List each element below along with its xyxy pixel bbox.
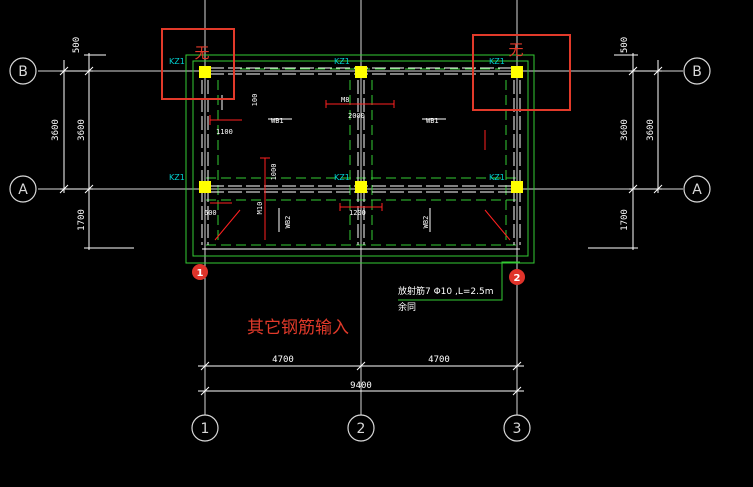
axis-bubble-a-left (9, 175, 37, 203)
column-b3[interactable] (511, 66, 523, 78)
axis-label-1: 1 (201, 421, 210, 437)
bottom-dim-9400: 9400 (350, 381, 372, 391)
bottom-dim-slash-1b (200, 386, 210, 396)
axis-bubble-1 (191, 414, 219, 442)
rebar-label-100: 100 (251, 94, 259, 107)
rebar-note: 放射筋7 Φ10 ,L=2.5m 余同 (398, 261, 520, 313)
rebar-label-m8: M8 (341, 96, 349, 104)
left-dim-slash-a2 (59, 184, 69, 194)
slab-inner-edge (192, 60, 529, 257)
rebar-radial-left (214, 209, 241, 241)
none-text-left: 无 (194, 44, 209, 62)
row-axis-bubbles: B A B A (9, 57, 711, 203)
none-box-left (161, 28, 235, 100)
note-line-2: 余同 (398, 301, 416, 313)
right-dimension-texts: 500 3600 3600 1700 (620, 37, 656, 231)
column-axis-bubbles: 1 2 3 (191, 414, 531, 442)
slab-outer-edge (185, 54, 535, 264)
left-dim-slash-b (84, 66, 94, 76)
slab-texts: WB1 WB1 WB2 WB2 M8 2000 100 1100 M10 100… (204, 94, 439, 229)
column-a3[interactable] (511, 181, 523, 193)
column-a1[interactable] (199, 181, 211, 193)
columns (199, 66, 523, 193)
right-dim-3600-outer: 3600 (646, 119, 656, 141)
none-text-right: 无 (508, 41, 523, 59)
axis-label-a-right: A (692, 182, 702, 198)
bottom-dim-slash-1a (200, 361, 210, 371)
axis-label-b-left: B (18, 64, 28, 80)
column-label-a1: KZ1 (169, 173, 185, 182)
rebar-label-m10: M10 (256, 202, 264, 215)
bottom-dim-slash-3b (512, 386, 522, 396)
column-a2[interactable] (355, 181, 367, 193)
marker-2-label: 2 (514, 273, 521, 284)
axis-label-3: 3 (513, 421, 522, 437)
note-callout-line (398, 261, 520, 301)
marker-1-label: 1 (197, 268, 204, 279)
left-dimension-texts: 500 3600 3600 1700 (51, 37, 87, 231)
column-label-a2: KZ1 (334, 173, 350, 182)
left-dimension-lines (59, 53, 134, 250)
right-dim-500: 500 (620, 37, 630, 53)
column-labels: KZ1 KZ1 KZ1 KZ1 KZ1 KZ1 (169, 57, 505, 182)
left-dim-3600-outer: 3600 (51, 119, 61, 141)
bottom-dimension-texts: 4700 4700 9400 (272, 355, 450, 391)
left-dim-1700: 1700 (77, 209, 87, 231)
axis-bubble-b-left (9, 57, 37, 85)
column-b2[interactable] (355, 66, 367, 78)
red-markers: 1 2 (192, 264, 525, 285)
none-box-right (472, 34, 571, 111)
right-dim-slash-b (628, 66, 638, 76)
axis-bubble-b-right (683, 57, 711, 85)
axis-label-2: 2 (357, 421, 366, 437)
axis-label-a-left: A (18, 182, 28, 198)
column-label-b2: KZ1 (334, 57, 350, 66)
axis-bubble-3 (503, 414, 531, 442)
slab-label-wb1-right: WB1 (426, 117, 439, 125)
right-dim-3600-inner: 3600 (620, 119, 630, 141)
axis-label-b-right: B (692, 64, 702, 80)
column-label-a3: KZ1 (489, 173, 505, 182)
rebar-label-1100: 1100 (216, 128, 233, 136)
right-dimension-lines (588, 53, 663, 250)
note-line-1: 放射筋7 Φ10 ,L=2.5m (398, 285, 493, 297)
bottom-dim-4700-right: 4700 (428, 355, 450, 365)
rebar-label-1200: 1200 (349, 209, 366, 217)
none-annotations: 无 无 (161, 28, 571, 111)
right-dim-slash-a2 (653, 184, 663, 194)
marker-2-circle[interactable] (509, 269, 525, 285)
column-label-b3: KZ1 (489, 57, 505, 66)
slab-label-wb2-left: WB2 (284, 216, 292, 229)
left-dim-3600-inner: 3600 (77, 119, 87, 141)
leader-lines (221, 95, 446, 232)
right-dim-1700: 1700 (620, 209, 630, 231)
slab-label-wb1-left: WB1 (271, 117, 284, 125)
slab-outline (185, 54, 535, 264)
column-b1[interactable] (199, 66, 211, 78)
rebar-label-2000: 2000 (348, 112, 365, 120)
axis-bubble-2 (347, 414, 375, 442)
other-rebar-input-annotation: 其它钢筋输入 (247, 318, 349, 338)
slab-label-wb2-right: WB2 (422, 216, 430, 229)
axis-bubble-a-right (683, 175, 711, 203)
rebar-radial-right (484, 209, 511, 241)
rebar-label-600: 600 (204, 209, 217, 217)
marker-1-circle[interactable] (192, 264, 208, 280)
right-dim-slash-b2 (653, 66, 663, 76)
bottom-dimension-lines (198, 361, 524, 396)
left-dim-500: 500 (72, 37, 82, 53)
right-dim-slash-a (628, 184, 638, 194)
left-dim-slash-a (84, 184, 94, 194)
bottom-dim-slash-3a (512, 361, 522, 371)
rebar-lines (209, 100, 511, 241)
left-dim-slash-b2 (59, 66, 69, 76)
bottom-dim-slash-2a (356, 361, 366, 371)
rebar-label-1000: 1000 (270, 164, 278, 181)
column-label-b1: KZ1 (169, 57, 185, 66)
bottom-dim-4700-left: 4700 (272, 355, 294, 365)
